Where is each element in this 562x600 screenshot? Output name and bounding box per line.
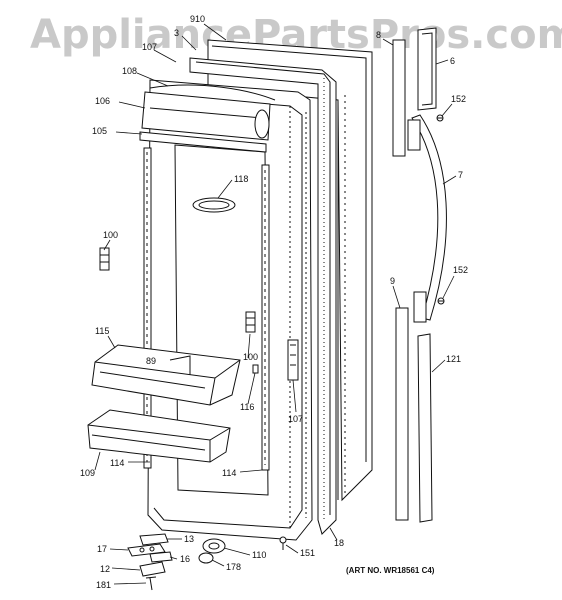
hinge-plate-13 xyxy=(139,533,169,546)
callout-118: 118 xyxy=(234,174,248,184)
callout-labels: 910 3 107 108 106 105 8 6 152 7 118 100 … xyxy=(80,14,468,590)
callout-178: 178 xyxy=(226,562,241,572)
callout-107-top: 107 xyxy=(142,42,157,52)
callout-3: 3 xyxy=(174,28,179,38)
callout-181: 181 xyxy=(96,580,111,590)
callout-115: 115 xyxy=(95,326,109,336)
callout-7: 7 xyxy=(458,170,463,180)
door-handle-pocket xyxy=(192,197,236,213)
callout-17: 17 xyxy=(97,544,107,554)
callout-6: 6 xyxy=(450,56,455,66)
door-bin-lower xyxy=(87,409,231,463)
shelf-rail-right xyxy=(261,164,270,471)
screw-152-top xyxy=(436,114,444,122)
callout-108: 108 xyxy=(122,66,137,76)
callout-16: 16 xyxy=(180,554,190,564)
callout-105: 105 xyxy=(92,126,107,136)
callout-910: 910 xyxy=(190,14,205,24)
handle-cap-bottom xyxy=(417,333,433,523)
dairy-compartment xyxy=(139,84,276,153)
callout-106: 106 xyxy=(95,96,110,106)
shelf-clip-center xyxy=(245,311,256,333)
door-handle xyxy=(407,114,447,323)
handle-cap-top xyxy=(417,27,437,111)
callout-18: 18 xyxy=(334,538,344,548)
cam-110 xyxy=(202,538,226,554)
callout-100-left: 100 xyxy=(103,230,118,240)
bushing-178 xyxy=(198,552,214,564)
callout-9: 9 xyxy=(390,276,395,286)
callout-116: 116 xyxy=(240,402,254,412)
door-shelf-upper xyxy=(91,344,241,406)
callout-152-top: 152 xyxy=(451,94,466,104)
callout-121: 121 xyxy=(446,354,461,364)
callout-114-left: 114 xyxy=(110,458,124,468)
callout-8: 8 xyxy=(376,30,381,40)
callout-152-bottom: 152 xyxy=(453,265,468,275)
callout-13: 13 xyxy=(184,534,194,544)
art-number: (ART NO. WR18561 C4) xyxy=(346,566,435,575)
door-gasket xyxy=(189,57,337,535)
callout-89: 89 xyxy=(146,356,156,366)
hinge-pin-12 xyxy=(139,561,166,577)
screw-151 xyxy=(279,536,287,550)
bracket-107 xyxy=(287,339,299,381)
trim-strip-9 xyxy=(395,307,409,521)
callout-114-right: 114 xyxy=(222,468,236,478)
screw-181 xyxy=(145,576,157,591)
shelf-clip-left xyxy=(99,247,110,271)
leader-lines xyxy=(94,23,457,585)
callout-107: 107 xyxy=(288,414,303,424)
screw-152-bottom xyxy=(437,297,445,305)
callout-12: 12 xyxy=(100,564,110,574)
callout-109: 109 xyxy=(80,468,95,478)
callout-110: 110 xyxy=(252,550,266,560)
shelf-rail-left xyxy=(143,147,152,469)
callout-100-center: 100 xyxy=(243,352,258,362)
hinge-16 xyxy=(149,551,173,563)
clip-116 xyxy=(252,364,259,374)
trim-strip-8 xyxy=(392,39,406,157)
callout-151: 151 xyxy=(300,548,315,558)
